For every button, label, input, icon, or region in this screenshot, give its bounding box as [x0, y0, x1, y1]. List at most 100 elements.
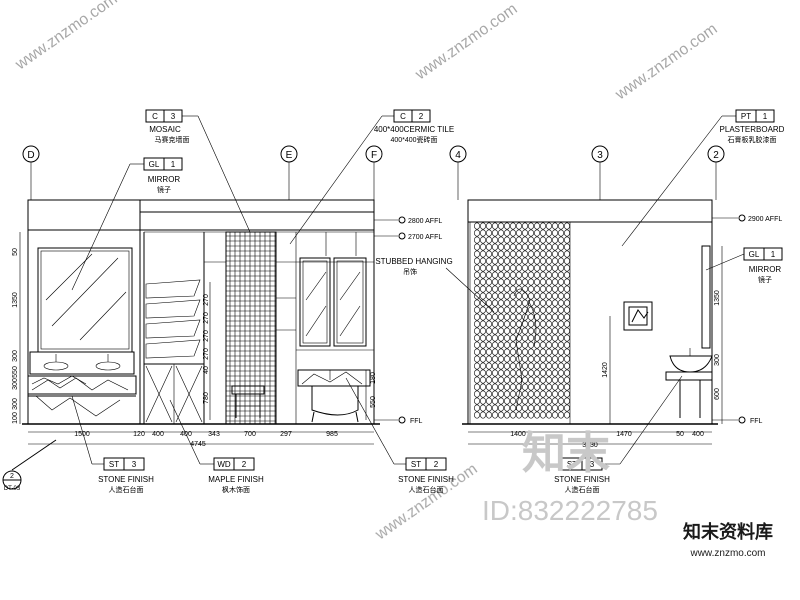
- mirror-right: [701, 245, 711, 349]
- svg-text:1350: 1350: [12, 292, 19, 308]
- level-2700: 2700 AFFL: [374, 232, 442, 241]
- svg-text:50: 50: [12, 248, 19, 256]
- svg-text:300: 300: [12, 350, 19, 362]
- tag-mirror-right: GL 1 MIRROR 镜子: [705, 247, 783, 284]
- svg-text:600: 600: [714, 388, 721, 400]
- svg-text:GL: GL: [149, 160, 160, 169]
- svg-text:ST: ST: [411, 460, 421, 469]
- svg-text:50: 50: [676, 431, 684, 438]
- svg-text:STUBBED HANGING: STUBBED HANGING: [375, 257, 452, 266]
- svg-text:1400: 1400: [510, 431, 526, 438]
- picture-frame: [623, 301, 653, 331]
- svg-text:1350: 1350: [714, 290, 721, 306]
- tag-stone-left: ST 3 STONE FINISH 人造石台面: [71, 395, 154, 494]
- watermark-brand: 知末: [522, 429, 610, 478]
- svg-text:MIRROR: MIRROR: [148, 175, 181, 184]
- watermark-diag-1: www.znzmo.com: [12, 0, 121, 74]
- grid-axis-2: 2: [707, 145, 725, 200]
- svg-text:2700 AFFL: 2700 AFFL: [408, 234, 442, 241]
- svg-text:4: 4: [455, 150, 461, 161]
- svg-text:石膏板乳胶漆面: 石膏板乳胶漆面: [728, 135, 777, 144]
- tag-tile: C 2 400*400CERMIC TILE 400*400瓷砖面: [289, 109, 454, 245]
- svg-text:MOSAIC: MOSAIC: [149, 125, 181, 134]
- svg-text:1: 1: [771, 250, 776, 259]
- svg-text:300: 300: [714, 354, 721, 366]
- grid-axis-3: 3: [591, 145, 609, 200]
- svg-text:270: 270: [203, 312, 210, 324]
- mosaic-column: [225, 231, 277, 425]
- stool: [231, 385, 265, 418]
- svg-text:马赛克墙面: 马赛克墙面: [155, 135, 190, 144]
- svg-text:2: 2: [434, 460, 439, 469]
- left-vertical-dimensions: 50 1350 300 300 550 100 300: [12, 232, 21, 424]
- svg-text:人造石台面: 人造石台面: [109, 485, 144, 494]
- svg-text:吊饰: 吊饰: [403, 267, 417, 276]
- svg-text:镜子: 镜子: [758, 275, 772, 284]
- vanity-right: [665, 348, 713, 418]
- svg-text:400*400瓷砖面: 400*400瓷砖面: [390, 135, 437, 144]
- svg-text:人造石台面: 人造石台面: [409, 485, 444, 494]
- vanity-counter-left: [27, 351, 137, 417]
- svg-text:40: 40: [203, 366, 210, 374]
- svg-text:780: 780: [203, 392, 210, 404]
- tag-mosaic: C 3 MOSAIC 马赛克墙面: [145, 109, 251, 233]
- note-stubbed-hanging: STUBBED HANGING 吊饰: [375, 257, 495, 313]
- svg-text:985: 985: [326, 431, 338, 438]
- svg-text:100: 100: [12, 412, 19, 424]
- svg-text:300: 300: [12, 398, 19, 410]
- watermark-diag-4: www.znzmo.com: [372, 461, 481, 544]
- svg-text:3: 3: [132, 460, 137, 469]
- level-2900: 2900 AFFL: [712, 214, 782, 223]
- svg-text:4745: 4745: [190, 441, 206, 448]
- svg-text:2: 2: [419, 112, 424, 121]
- left-elevation: D E F: [2, 145, 442, 492]
- watermark-id: ID:832222785: [482, 495, 658, 526]
- grid-axis-e: E: [280, 145, 298, 200]
- svg-text:3: 3: [597, 150, 603, 161]
- svg-text:3230: 3230: [582, 442, 598, 449]
- right-vertical-dimensions: 1350 300 600: [714, 246, 723, 424]
- svg-text:1420: 1420: [602, 362, 609, 378]
- maple-cabinet: [139, 212, 205, 424]
- svg-text:PT: PT: [741, 112, 751, 121]
- svg-text:3: 3: [171, 112, 176, 121]
- svg-text:FFL: FFL: [750, 418, 763, 425]
- svg-text:120: 120: [133, 431, 145, 438]
- window-panels: [299, 257, 367, 347]
- tag-plasterboard: PT 1 PLASTERBOARD 石膏板乳胶漆面: [621, 109, 785, 247]
- svg-text:1500: 1500: [74, 431, 90, 438]
- svg-text:270: 270: [203, 348, 210, 360]
- svg-text:STONE FINISH: STONE FINISH: [554, 475, 610, 484]
- svg-text:MIRROR: MIRROR: [749, 265, 782, 274]
- svg-text:GL: GL: [749, 250, 760, 259]
- svg-text:343: 343: [208, 431, 220, 438]
- svg-text:ST: ST: [567, 460, 577, 469]
- svg-text:枫木饰面: 枫木饰面: [222, 485, 250, 494]
- svg-text:2: 2: [242, 460, 247, 469]
- svg-text:400: 400: [692, 431, 704, 438]
- left-bottom-dimensions: 1500 120 400 400 343 700 297 985 4745: [28, 431, 374, 448]
- svg-text:人造石台面: 人造石台面: [565, 485, 600, 494]
- tile-wall: [204, 231, 374, 424]
- watermark-site: 知末资料库: [683, 521, 773, 542]
- svg-text:1470: 1470: [616, 431, 632, 438]
- level-2800: 2800 AFFL: [374, 216, 442, 225]
- grid-axis-4: 4: [449, 145, 467, 200]
- svg-text:300: 300: [12, 378, 19, 390]
- section-marker: 2 DT-03: [2, 439, 57, 492]
- tag-mirror-left: GL 1 MIRROR 镜子: [71, 157, 183, 291]
- svg-text:270: 270: [203, 294, 210, 306]
- svg-text:镜子: 镜子: [157, 185, 171, 194]
- grid-axis-f: F: [365, 145, 383, 200]
- mirror-left: [37, 247, 133, 353]
- level-ffl-left: FFL: [374, 416, 423, 425]
- svg-text:E: E: [286, 150, 293, 161]
- tag-stone-mid: ST 2 STONE FINISH 人造石台面: [345, 377, 454, 494]
- svg-text:550: 550: [370, 396, 377, 408]
- svg-text:2: 2: [10, 473, 14, 480]
- frame-height-dimension: 1420: [602, 316, 611, 424]
- svg-text:STONE FINISH: STONE FINISH: [98, 475, 154, 484]
- bath-dimensions: 180 550: [365, 370, 377, 420]
- watermark-logo: 知末 ID:832222785 知末资料库 www.znzmo.com: [482, 429, 798, 559]
- svg-text:400: 400: [152, 431, 164, 438]
